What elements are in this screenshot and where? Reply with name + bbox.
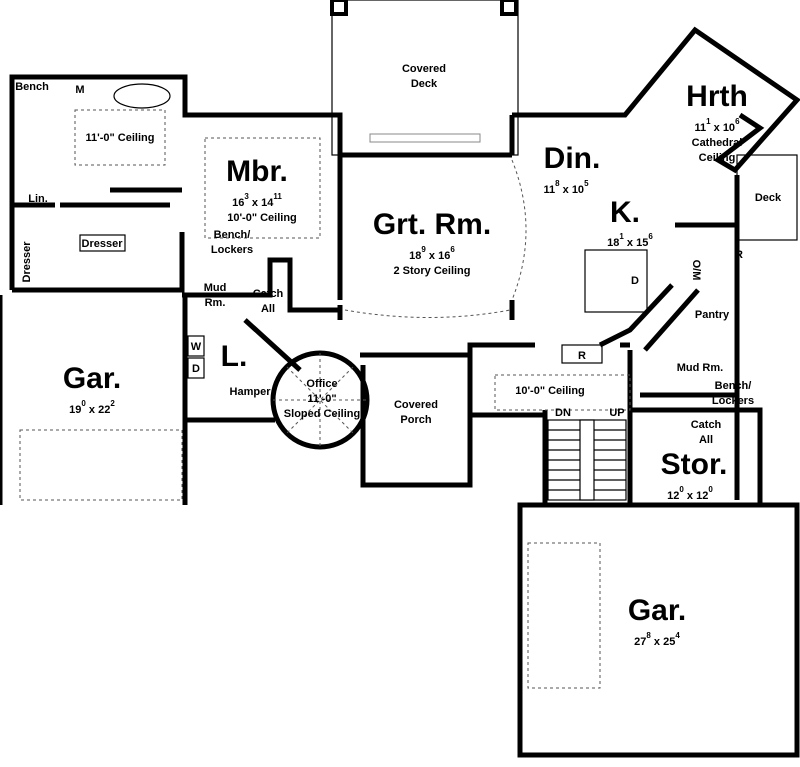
room-dimensions: 111 x 106	[694, 117, 740, 134]
label-mud-room-east: Mud Rm.	[677, 362, 723, 374]
washer	[187, 335, 205, 357]
room-dimensions: 190 x 222	[69, 399, 115, 416]
room-kitchen: K. 181 x 156	[607, 196, 653, 249]
room-name: Grt. Rm.	[373, 208, 491, 241]
room-dining: Din. 118 x 105	[543, 142, 600, 196]
stairs[interactable]	[547, 419, 627, 501]
room-note: 2 Story Ceiling	[393, 265, 470, 277]
label-refrigerator: R	[578, 350, 586, 362]
room-name: Hrth	[686, 80, 748, 113]
bath-ceiling-area	[74, 109, 166, 166]
label-linen: Lin.	[28, 193, 48, 205]
label-hamper: Hamper	[230, 386, 272, 398]
room-dimensions: 278 x 254	[634, 631, 680, 648]
label-covered-deck: Covered	[402, 63, 446, 75]
room-mbr: Mbr. 163 x 1411 10'-0" Ceiling	[226, 155, 297, 224]
label-bench-lockers-east: Bench/	[715, 380, 752, 392]
hall-ceiling-area	[494, 374, 631, 411]
label-catch-all: Catch	[253, 288, 284, 300]
room-dimensions: 181 x 156	[607, 232, 653, 249]
label-dryer: D	[192, 363, 200, 375]
label-washer: W	[191, 341, 202, 353]
room-note: 10'-0" Ceiling	[227, 212, 297, 224]
great-room-bay	[511, 159, 527, 301]
room-great-room: Grt. Rm. 189 x 166 2 Story Ceiling	[373, 208, 491, 277]
side-deck	[736, 154, 798, 241]
label-office-ceiling: 11'-0"	[307, 393, 336, 405]
room-name: Din.	[544, 142, 601, 175]
label-m: M	[75, 84, 84, 96]
garage-door-right[interactable]	[527, 542, 601, 689]
room-laundry: L.	[221, 340, 248, 373]
label-mud-room: Mud	[204, 282, 227, 294]
room-name: Gar.	[63, 362, 121, 395]
room-garage-left: Gar. 190 x 222	[63, 362, 121, 416]
label-bench: Bench	[15, 81, 49, 93]
mbr-ceiling-area	[204, 137, 321, 239]
label-deck: Deck	[755, 192, 782, 204]
label-pantry: Pantry	[695, 309, 730, 321]
label-stairs-down: DN	[555, 407, 571, 419]
bathtub	[113, 83, 171, 109]
label-dresser-side: Dresser	[21, 241, 33, 283]
room-name: Stor.	[661, 448, 728, 481]
label-catch-all-2: All	[261, 303, 275, 315]
walls	[0, 26, 800, 758]
room-name: Mbr.	[226, 155, 288, 188]
room-storage: Stor. 120 x 120	[661, 448, 728, 502]
room-dimensions: 120 x 120	[667, 485, 713, 502]
label-covered-porch-2: Porch	[400, 414, 431, 426]
label-catch-all-east: Catch	[691, 419, 722, 431]
label-catch-all-east-2: All	[699, 434, 713, 446]
office-ceiling-lines	[273, 353, 367, 447]
room-hearth: Hrth 111 x 106 Cathedral Ceiling	[686, 80, 748, 164]
garage-door-left[interactable]	[19, 429, 183, 501]
label-office-ceiling-2: Sloped Ceiling	[284, 408, 360, 420]
label-refrigerator-2: R	[735, 249, 743, 261]
room-dimensions: 189 x 166	[409, 245, 455, 262]
room-garage-right: Gar. 278 x 254	[628, 594, 686, 648]
room-note-2: Ceiling	[699, 152, 736, 164]
label-office: Office	[306, 378, 337, 390]
label-bench-lockers: Bench/	[214, 229, 251, 241]
label-covered-deck-2: Deck	[411, 78, 438, 90]
label-bench-lockers-east-2: Lockers	[712, 395, 754, 407]
room-name: Gar.	[628, 594, 686, 627]
label-dishwasher: D	[631, 275, 639, 287]
label-dresser: Dresser	[82, 238, 124, 250]
room-dimensions: 163 x 1411	[232, 192, 282, 209]
label-stairs-up: UP	[609, 407, 624, 419]
label-bench-lockers-2: Lockers	[211, 244, 253, 256]
room-note: Cathedral	[692, 137, 743, 149]
dryer	[187, 357, 205, 379]
great-room-arc	[344, 309, 511, 318]
label-oven-microwave: O/M	[690, 260, 702, 281]
dresser-box	[79, 234, 126, 252]
label-hall-ceiling: 10'-0" Ceiling	[515, 385, 585, 397]
refrigerator	[561, 344, 603, 364]
room-name: K.	[610, 196, 640, 229]
room-dimensions: 118 x 105	[543, 179, 589, 196]
kitchen-island	[584, 249, 648, 313]
label-bath-ceiling: 11'-0" Ceiling	[86, 132, 155, 144]
label-covered-porch: Covered	[394, 399, 438, 411]
label-mud-room-2: Rm.	[205, 297, 226, 309]
